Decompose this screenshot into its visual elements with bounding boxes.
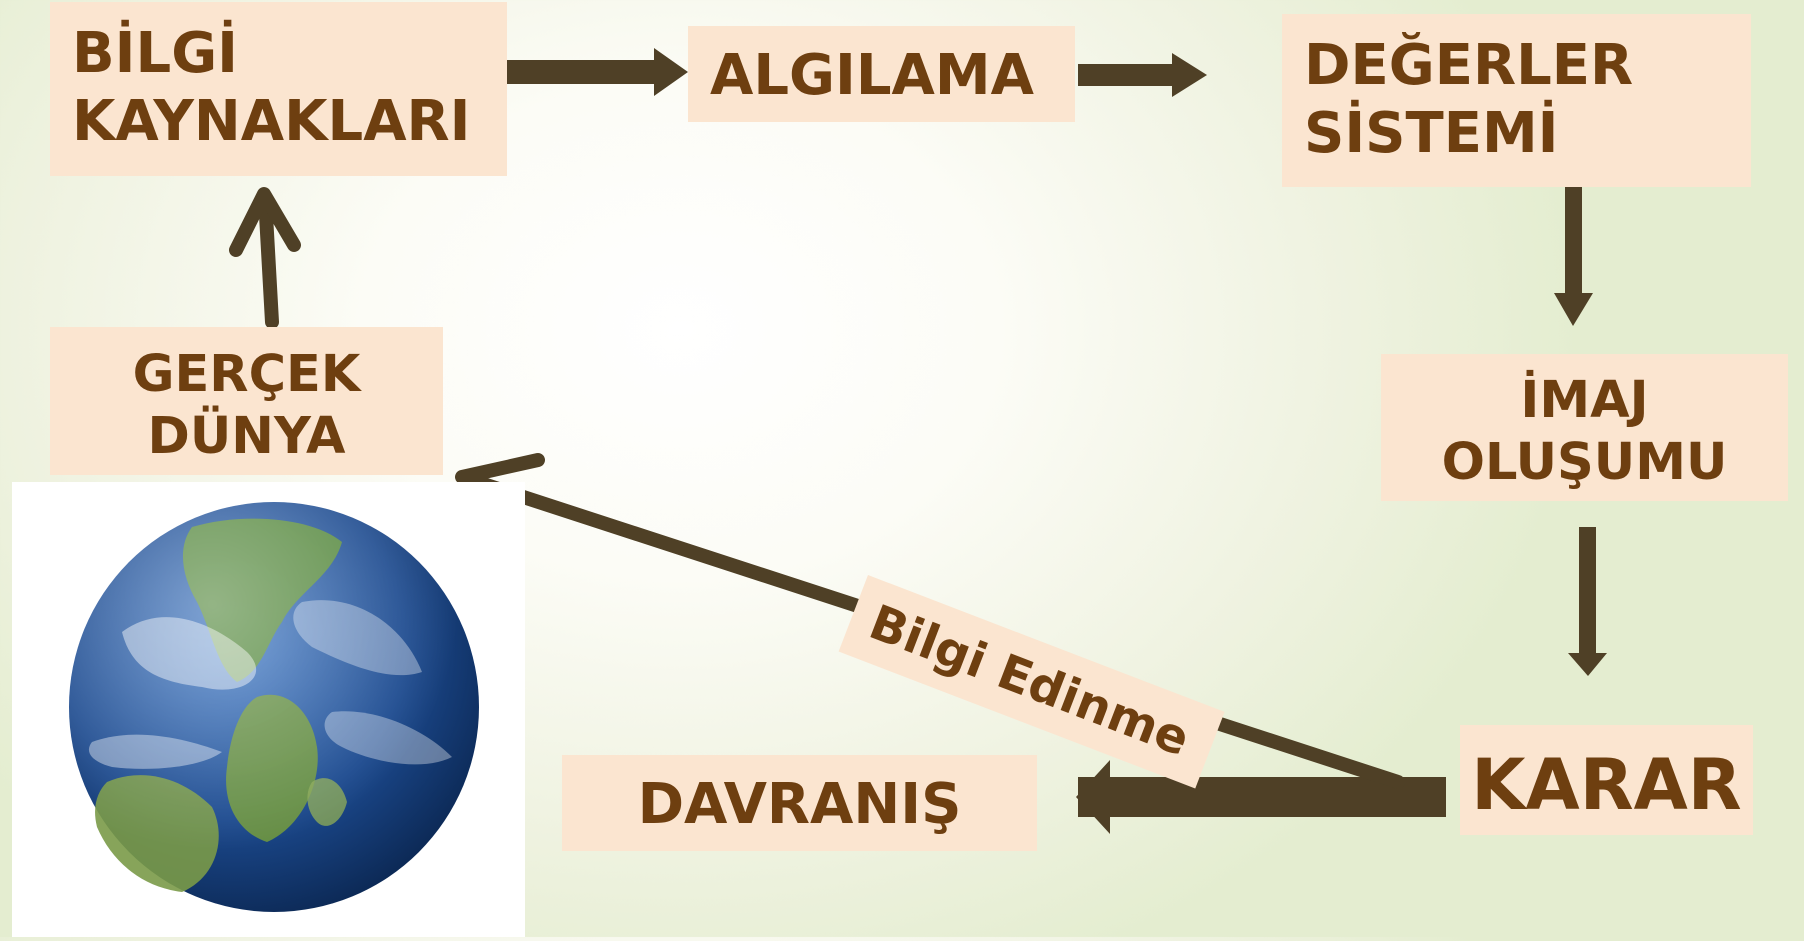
node-gercek-dunya-line-1: GERÇEK [132,345,361,404]
node-karar-label: KARAR [1471,744,1742,826]
arrow-gercek-dunya-to-bilgi [229,187,301,329]
node-imaj-olusumu: İMAJ OLUŞUMU [1381,354,1788,501]
node-bilgi-kaynaklari-line-1: BİLGİ [72,21,239,86]
node-algilama-label: ALGILAMA [710,43,1034,108]
node-karar: KARAR [1460,725,1753,835]
node-imaj-olusumu-line-1: İMAJ [1520,371,1649,430]
arrow-imaj-to-karar [1568,527,1607,676]
node-bilgi-kaynaklari-line-2: KAYNAKLARI [72,89,471,155]
earth-globe-icon [69,502,479,912]
node-bilgi-kaynaklari: BİLGİ KAYNAKLARI [50,2,507,176]
earth-image-panel [12,482,525,937]
node-imaj-olusumu-line-2: OLUŞUMU [1441,433,1728,493]
node-algilama: ALGILAMA [688,26,1075,122]
node-degerler-sistemi: DEĞERLER SİSTEMİ [1282,14,1751,187]
node-gercek-dunya: GERÇEK DÜNYA [50,327,443,475]
arrow-degerler-to-imaj [1554,187,1593,326]
arrow-bilgi-to-algilama [507,48,688,96]
node-degerler-sistemi-line-2: SİSTEMİ [1304,101,1559,167]
node-davranis: DAVRANIŞ [562,755,1037,851]
node-gercek-dunya-line-2: DÜNYA [147,407,346,467]
arrow-karar-to-davranis [1076,760,1446,834]
node-degerler-sistemi-line-1: DEĞERLER [1304,33,1634,98]
node-davranis-label: DAVRANIŞ [637,772,962,837]
arrow-algilama-to-degerler [1078,53,1207,97]
